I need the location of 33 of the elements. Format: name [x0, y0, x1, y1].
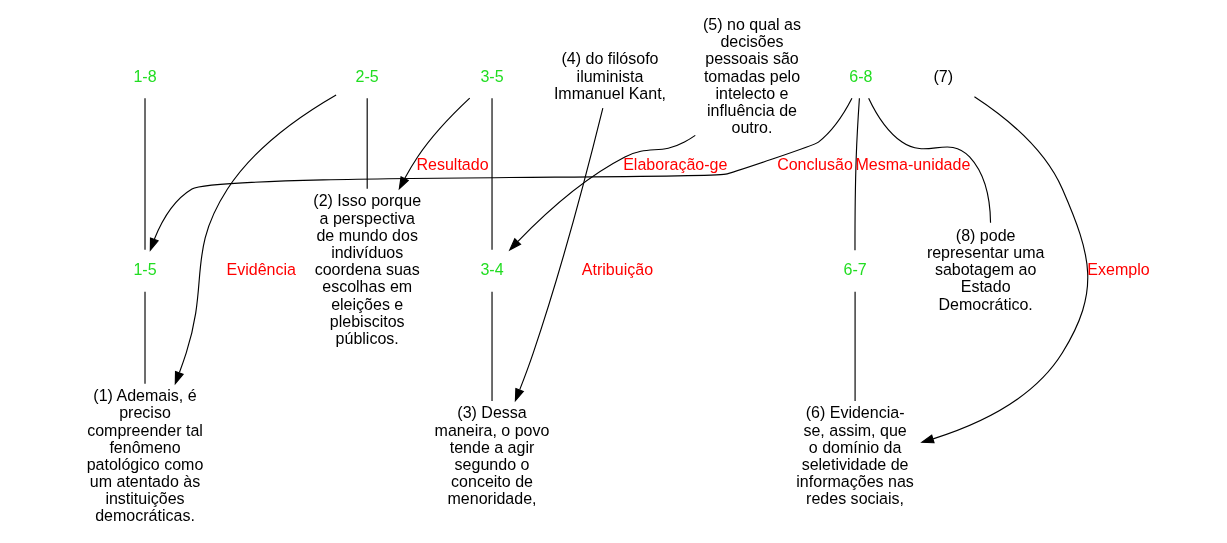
node-text: (7)	[932, 66, 953, 85]
node-text: (8) pode representar uma sabotagem ao Estado Democrático.	[926, 225, 1044, 313]
node-text: (4) do filósofo iluminista Immanuel Kant,	[553, 49, 666, 102]
node-text: 2-5	[355, 66, 379, 85]
node-text: (6) Evidencia-se, assim, que o domínio da seletividade de informações nas redes sociais,	[795, 403, 914, 508]
arrow	[398, 97, 470, 191]
node-text: (3) Dessa maneira, o povo tende a agir segundo o conceito de menoridade,	[434, 403, 549, 508]
edge-label: Atribuição	[581, 260, 653, 279]
node-text: 6-8	[848, 66, 872, 85]
arrow	[174, 94, 337, 386]
connector	[853, 97, 860, 251]
node-text: (2) Isso porque a perspectiva de mundo dos indivíduos coordena suas escolhas em eleições e plebiscitos públicos.	[312, 191, 421, 347]
edge-label: Elaboração-ge	[622, 154, 727, 173]
edge-label: Evidência	[226, 260, 296, 279]
arrow	[149, 97, 852, 252]
edge-label: Mesma-unidade	[855, 154, 970, 173]
connector	[366, 97, 368, 190]
node-text: 1-5	[132, 260, 157, 279]
node-text: (1) Ademais, é preciso compreender tal fenômeno patológico como um atentado às instituições democráticas.	[86, 386, 203, 525]
arrow	[919, 96, 1088, 444]
edge-label: Conclusão	[776, 154, 853, 173]
connector	[854, 291, 856, 402]
connector	[867, 97, 991, 224]
node-text: 3-5	[479, 66, 504, 85]
node-text: (5) no qual as decisões pessoais são tomadas pelo intelecto e influência de outro.	[702, 15, 801, 137]
connector	[490, 97, 493, 251]
edge-label: Exemplo	[1086, 260, 1150, 279]
arrow	[508, 134, 696, 252]
node-text: 3-4	[479, 260, 504, 279]
node-text: 6-7	[843, 260, 867, 279]
arrow	[514, 107, 603, 403]
node-text: 1-8	[132, 66, 157, 85]
edge-label: Resultado	[415, 154, 489, 173]
